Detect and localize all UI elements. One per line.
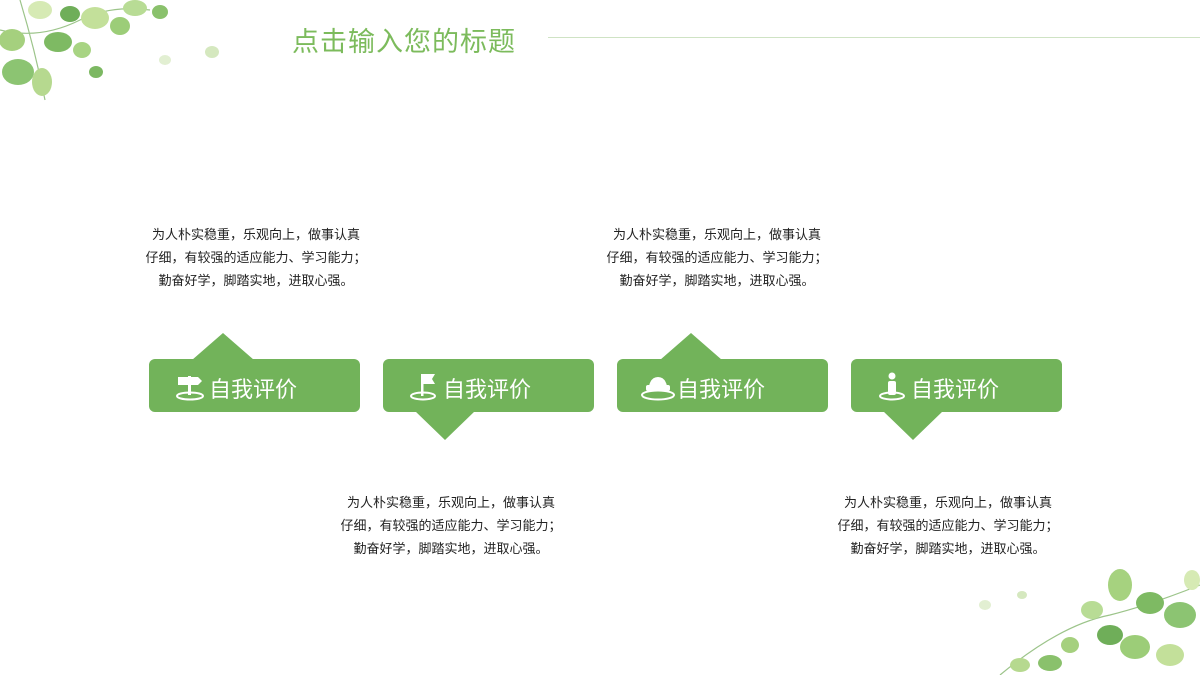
car-icon bbox=[641, 377, 675, 401]
pointer-up bbox=[192, 333, 254, 360]
description-line: 为人朴实稳重，乐观向上，做事认真 bbox=[151, 228, 360, 243]
description-line: 勤奋好学，脚踏实地，进取心强。 bbox=[850, 542, 1046, 557]
leaf-decoration-bottom-right bbox=[979, 569, 1200, 675]
item-box-1: 自我评价 bbox=[149, 333, 360, 412]
description-text-4: 为人朴实稳重，乐观向上，做事认真 仔细，有较强的适应能力、学习能力； 勤奋好学，… bbox=[813, 492, 1083, 561]
description-line: 勤奋好学，脚踏实地，进取心强。 bbox=[353, 542, 549, 557]
description-line: 仔细，有较强的适应能力、学习能力； bbox=[837, 519, 1059, 534]
item-label: 自我评价 bbox=[209, 378, 298, 403]
person-pin-icon bbox=[879, 372, 905, 401]
leaf-decoration-top-left bbox=[0, 0, 219, 101]
description-line: 仔细，有较强的适应能力、学习能力； bbox=[606, 251, 828, 266]
description-line: 仔细，有较强的适应能力、学习能力； bbox=[340, 519, 562, 534]
title-divider bbox=[548, 37, 1200, 38]
pointer-up bbox=[660, 333, 722, 360]
item-label: 自我评价 bbox=[911, 378, 1000, 403]
pointer-down bbox=[415, 411, 475, 440]
description-line: 为人朴实稳重，乐观向上，做事认真 bbox=[612, 228, 821, 243]
description-text-2: 为人朴实稳重，乐观向上，做事认真 仔细，有较强的适应能力、学习能力； 勤奋好学，… bbox=[316, 492, 586, 561]
signpost-icon bbox=[176, 376, 204, 401]
description-line: 为人朴实稳重，乐观向上，做事认真 bbox=[843, 496, 1052, 511]
item-box-4: 自我评价 bbox=[851, 359, 1062, 440]
pointer-down bbox=[883, 411, 943, 440]
description-line: 勤奋好学，脚踏实地，进取心强。 bbox=[158, 274, 354, 289]
description-text-3: 为人朴实稳重，乐观向上，做事认真 仔细，有较强的适应能力、学习能力； 勤奋好学，… bbox=[582, 224, 852, 293]
item-box-3: 自我评价 bbox=[617, 333, 828, 412]
item-label: 自我评价 bbox=[677, 378, 766, 403]
description-line: 勤奋好学，脚踏实地，进取心强。 bbox=[619, 274, 815, 289]
description-text-1: 为人朴实稳重，乐观向上，做事认真 仔细，有较强的适应能力、学习能力； 勤奋好学，… bbox=[121, 224, 391, 293]
item-box-2: 自我评价 bbox=[383, 359, 594, 440]
description-line: 为人朴实稳重，乐观向上，做事认真 bbox=[346, 496, 555, 511]
page-title: 点击输入您的标题 bbox=[292, 27, 516, 58]
description-line: 仔细，有较强的适应能力、学习能力； bbox=[145, 251, 367, 266]
item-label: 自我评价 bbox=[443, 378, 532, 403]
flag-icon bbox=[410, 374, 436, 401]
